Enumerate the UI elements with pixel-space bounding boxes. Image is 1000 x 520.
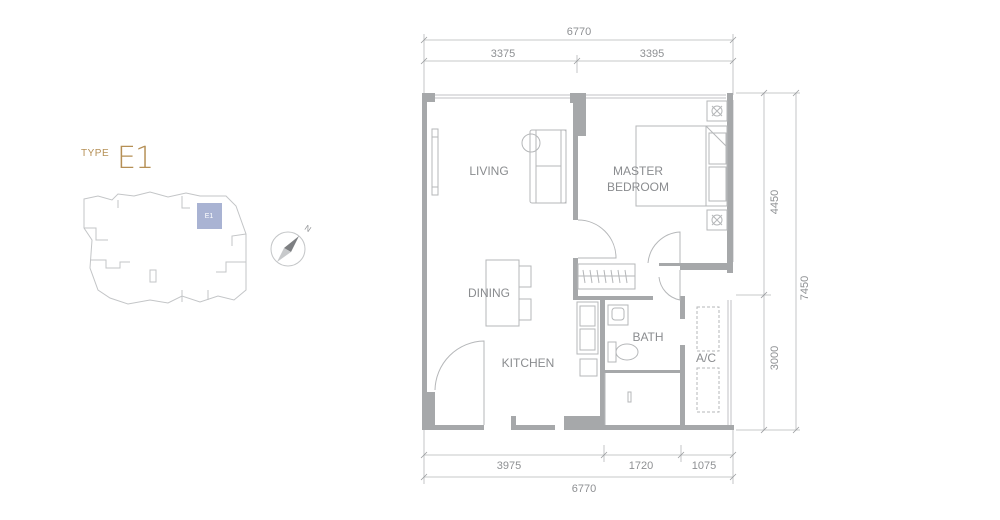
living-furniture — [431, 128, 567, 204]
dim-top-total: 6770 — [567, 26, 591, 38]
dim-top-left: 3375 — [491, 48, 515, 60]
room-label-bath: BATH — [632, 330, 663, 344]
compass-needle-south — [277, 248, 291, 262]
room-label-dining: DINING — [468, 286, 510, 300]
dim-bottom-b: 1720 — [629, 460, 653, 472]
dimension-lines — [423, 34, 800, 484]
room-label-kitchen: KITCHEN — [502, 356, 555, 370]
unit-type-label: TYPE — [81, 148, 110, 159]
dim-bottom-a: 3975 — [497, 460, 521, 472]
dim-right-lower: 3000 — [769, 346, 781, 370]
dim-top-right: 3395 — [640, 48, 664, 60]
key-plan-highlight — [197, 203, 222, 229]
key-plan-highlight-label: E1 — [205, 213, 214, 220]
compass-needle-north — [284, 236, 299, 252]
dim-bottom-total: 6770 — [572, 483, 596, 495]
room-label-master-bedroom-line2: BEDROOM — [607, 180, 669, 194]
bath-fixtures — [607, 304, 639, 403]
dim-right-upper: 4450 — [769, 190, 781, 214]
doors — [434, 219, 681, 425]
bedroom-furniture — [577, 100, 728, 290]
room-label-master-bedroom-line1: MASTER — [613, 164, 663, 178]
unit-type-code: E1 — [117, 141, 154, 176]
room-label-living: LIVING — [469, 164, 508, 178]
room-label-ac: A/C — [696, 351, 716, 365]
key-plan-outline — [83, 191, 247, 305]
dimension-ticks — [420, 36, 800, 481]
walls — [422, 93, 734, 430]
compass-ring — [270, 231, 306, 267]
dim-bottom-c: 1075 — [692, 460, 716, 472]
compass-north-label: N — [303, 223, 313, 234]
ac-units — [696, 306, 720, 413]
dim-right-total: 7450 — [799, 276, 811, 300]
dining-kitchen-furniture — [485, 259, 599, 377]
